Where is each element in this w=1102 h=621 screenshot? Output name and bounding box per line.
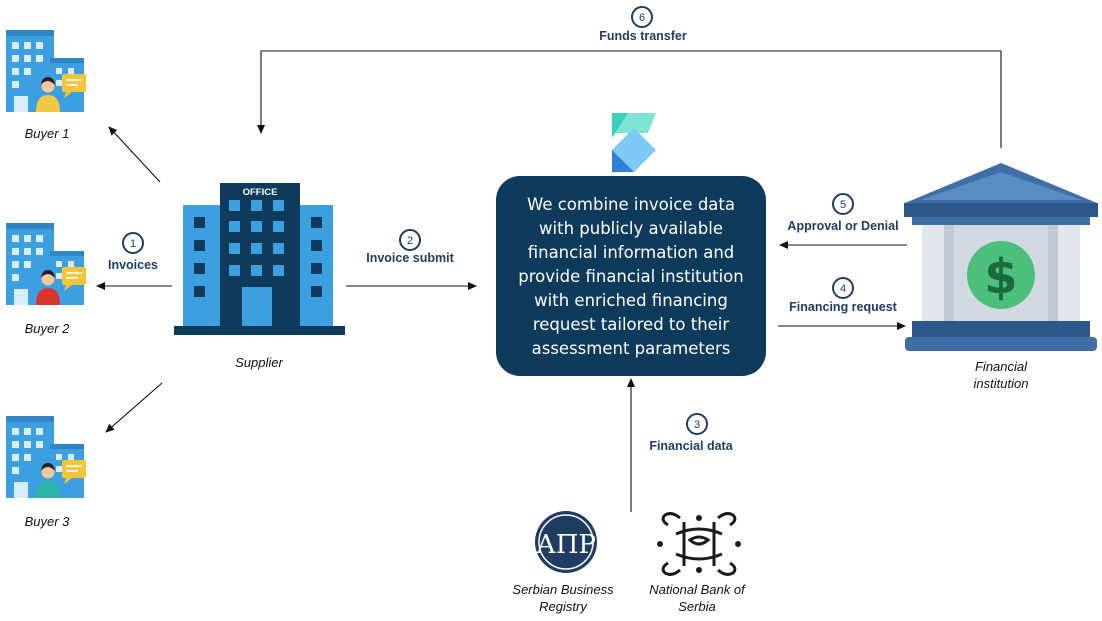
step-1-number: 1: [130, 238, 136, 250]
national-bank-emblem-dots: [657, 515, 741, 573]
step-2-label: Invoice submit: [366, 251, 454, 265]
center-line-6: request tailored to their: [533, 315, 730, 334]
center-line-2: with publicly available: [539, 219, 723, 238]
step-5-number: 5: [840, 199, 846, 211]
buyer-3-person: [36, 481, 60, 498]
step-4-label: Financing request: [789, 300, 897, 314]
bank-icon: [904, 163, 1098, 351]
office-building-icon: [174, 183, 345, 335]
buyer-3-label: Buyer 3: [25, 514, 71, 529]
step-5: 5: [832, 193, 854, 215]
step-3: 3: [686, 413, 708, 435]
between-logo-icon: [612, 113, 656, 172]
step-5-label: Approval or Denial: [787, 219, 898, 233]
buyer-3: [5, 415, 87, 499]
center-line-7: assessment parameters: [532, 339, 731, 358]
buyer-2: [5, 222, 87, 306]
national-bank-label-line2: Serbia: [678, 599, 716, 614]
dollar-symbol: $: [984, 249, 1017, 305]
national-bank-label-line1: National Bank of: [649, 582, 746, 597]
apr-logo-text: АПР: [536, 530, 596, 560]
registry-label-line1: Serbian Business: [512, 582, 614, 597]
step-6-number: 6: [639, 12, 645, 24]
arrow-supplier-to-buyer-1: [108, 126, 161, 183]
step-2-number: 2: [407, 235, 413, 247]
step-3-label: Financial data: [649, 439, 733, 453]
buyer-2-person: [36, 288, 60, 305]
office-sign: OFFICE: [243, 187, 278, 198]
step-2: 2: [399, 229, 421, 251]
buyer-1-label: Buyer 1: [25, 126, 70, 141]
buyer-1-person: [36, 95, 60, 112]
apr-logo-icon: [535, 511, 597, 573]
supplier-label: Supplier: [235, 355, 283, 370]
step-1-label: Invoices: [108, 258, 158, 272]
center-line-5: with enriched financing: [534, 291, 728, 310]
center-line-3: financial information and: [528, 243, 735, 262]
buyer-2-label: Buyer 2: [25, 321, 71, 336]
step-4-number: 4: [840, 283, 846, 295]
step-3-number: 3: [694, 419, 700, 431]
registry-label-line2: Registry: [539, 599, 588, 614]
arrow-funds-transfer: [257, 50, 1002, 148]
center-box: [496, 176, 766, 376]
center-line-4: provide financial institution: [518, 267, 743, 286]
institution-label-line1: Financial: [975, 359, 1028, 374]
arrow-supplier-to-buyer-3: [105, 382, 163, 433]
step-4: 4: [832, 277, 854, 299]
step-1: 1: [122, 232, 144, 254]
buyer-1: [5, 29, 87, 113]
step-6-label: Funds transfer: [599, 29, 687, 43]
center-line-1: We combine invoice data: [527, 195, 735, 214]
institution-label-line2: institution: [974, 376, 1029, 391]
national-bank-emblem-icon: [661, 512, 737, 576]
step-6: 6: [631, 6, 653, 28]
